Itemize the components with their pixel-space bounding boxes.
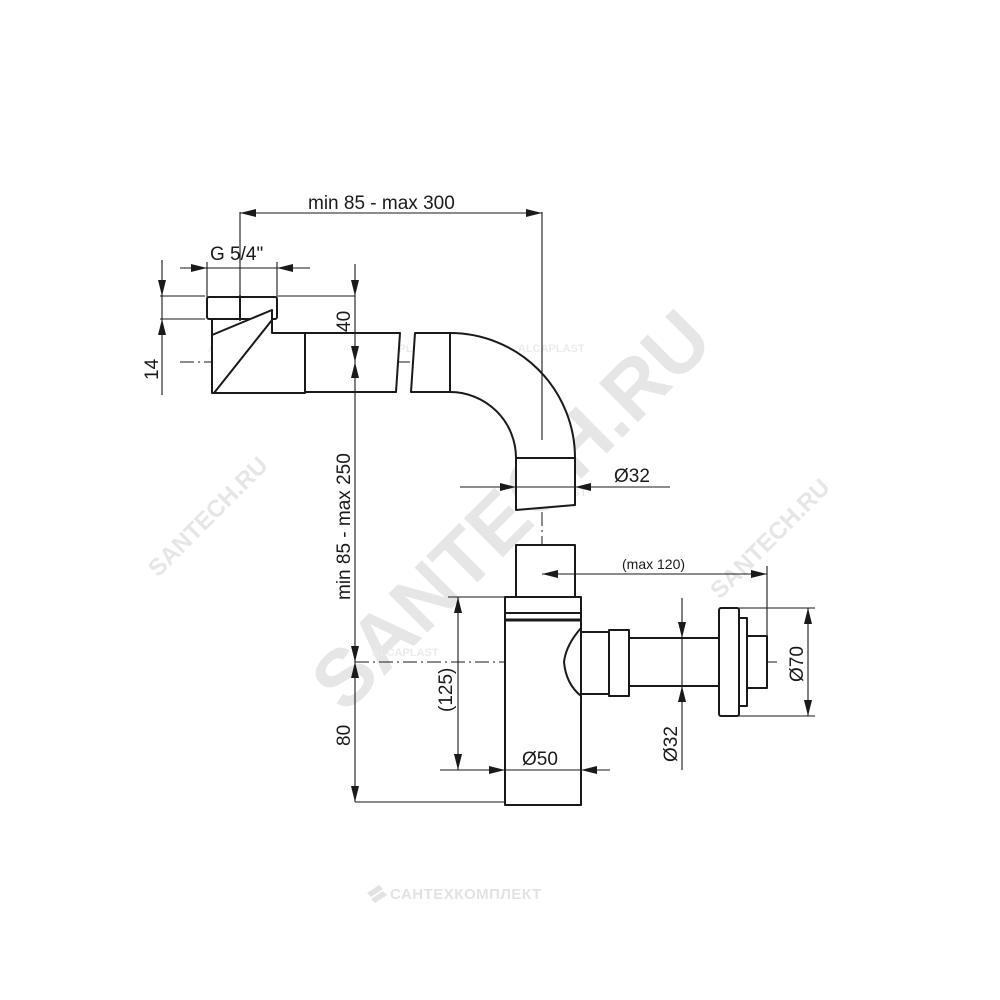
sink-drain-fitting <box>206 295 306 394</box>
watermark-left: SANTECH.RU <box>143 452 273 582</box>
watermark-right: SANTECH.RU <box>705 474 835 604</box>
label-h80: 80 <box>334 725 355 746</box>
watermark-brand-3: ALCAPLAST <box>518 343 585 355</box>
label-h40: 40 <box>334 311 355 332</box>
watermark-brand-5: ALCAPLAST <box>372 647 439 659</box>
siphon-body <box>504 596 582 806</box>
watermark-bottom-text: САНТЕХКОМПЛЕКТ <box>390 886 542 903</box>
dimension-labels: min 85 - max 300 G 5/4" 14 40 min 85 - m… <box>142 193 808 770</box>
label-d70: Ø70 <box>787 646 808 682</box>
dimension-lines <box>158 209 815 803</box>
label-d50: Ø50 <box>522 749 558 770</box>
wall-outlet <box>580 607 768 717</box>
label-thread: G 5/4" <box>210 244 263 265</box>
label-h125: (125) <box>436 668 457 712</box>
label-h14: 14 <box>142 358 163 380</box>
label-width-range: min 85 - max 300 <box>308 193 455 214</box>
watermark-bottom-logo <box>367 885 387 903</box>
label-d32-pipe: Ø32 <box>614 466 650 487</box>
label-max120: (max 120) <box>622 556 685 572</box>
watermark-bottom: САНТЕХКОМПЛЕКТ <box>367 885 542 903</box>
label-height-range: min 85 - max 250 <box>334 453 355 600</box>
label-d32-outlet: Ø32 <box>661 726 682 762</box>
